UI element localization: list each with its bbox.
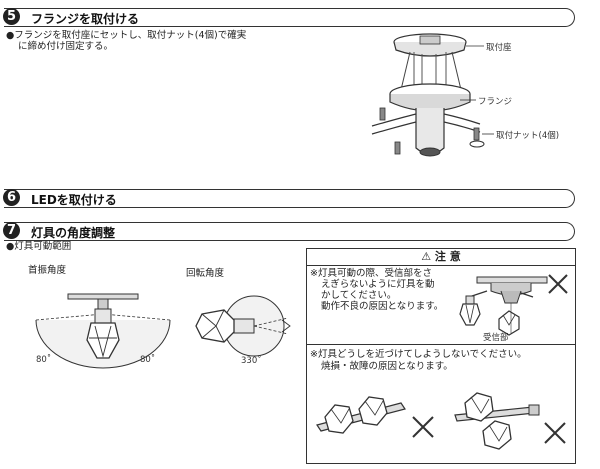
fixtures-too-close-left-illustration — [316, 396, 434, 438]
caution-header: ⚠ 注 意 — [307, 249, 575, 266]
step5-description-line1: ●フランジを取付座にセットし、取付ナット(4個)で確実 — [6, 30, 247, 41]
tilt-angle-diagram — [35, 293, 171, 369]
movable-range-label: ●灯具可動範囲 — [6, 241, 72, 252]
rotation-angle-label: 回転角度 — [186, 268, 225, 279]
tilt-left-angle: 80˚ — [36, 355, 52, 365]
rotation-angle-diagram — [195, 295, 291, 357]
flange-installation-illustration — [371, 33, 494, 157]
step6-title: LEDを取付ける — [31, 193, 117, 207]
receiver-blocking-illustration — [459, 274, 568, 336]
tilt-angle-label: 首振角度 — [28, 265, 67, 276]
warning-triangle-icon: ⚠ — [421, 250, 435, 263]
step5-number-badge: 5 — [3, 8, 20, 25]
caution-note2-line1: ※灯具どうしを近づけてしようしないでください。 — [310, 349, 527, 360]
step7-title: 灯具の角度調整 — [31, 226, 116, 240]
caution-note1-line1: ※灯具可動の際、受信部をさ — [310, 268, 432, 279]
caution-note1-line2: えぎらないように灯具を動 — [321, 279, 435, 290]
step5-description-line2: に締め付け固定する。 — [18, 41, 114, 52]
receiver-label: 受信部 — [483, 333, 509, 343]
rotation-angle-value: 330˚ — [241, 356, 262, 366]
step5-header-bar — [4, 8, 575, 27]
label-mount-base: 取付座 — [486, 43, 512, 53]
caution-note1-line3: かしてください。 — [321, 290, 397, 301]
fixtures-too-close-right-illustration — [454, 392, 566, 450]
step6-number-badge: 6 — [3, 189, 20, 206]
caution-note1-line4: 動作不良の原因となります。 — [321, 301, 444, 312]
tilt-right-angle: 80˚ — [140, 355, 156, 365]
step7-header-bar — [4, 222, 575, 241]
step6-header-bar — [4, 189, 575, 208]
caution-title: 注 意 — [434, 250, 461, 263]
caution-divider — [307, 344, 575, 345]
label-flange: フランジ — [478, 97, 513, 107]
caution-box: ⚠ 注 意 ※灯具可動の際、受信部をさ えぎらないように灯具を動 かしてください… — [306, 248, 576, 464]
caution-note2-line2: 焼損・故障の原因となります。 — [321, 361, 453, 372]
step7-number-badge: 7 — [3, 222, 20, 239]
step5-title: フランジを取付ける — [31, 12, 140, 26]
label-mounting-nut: 取付ナット(4個) — [496, 131, 560, 141]
